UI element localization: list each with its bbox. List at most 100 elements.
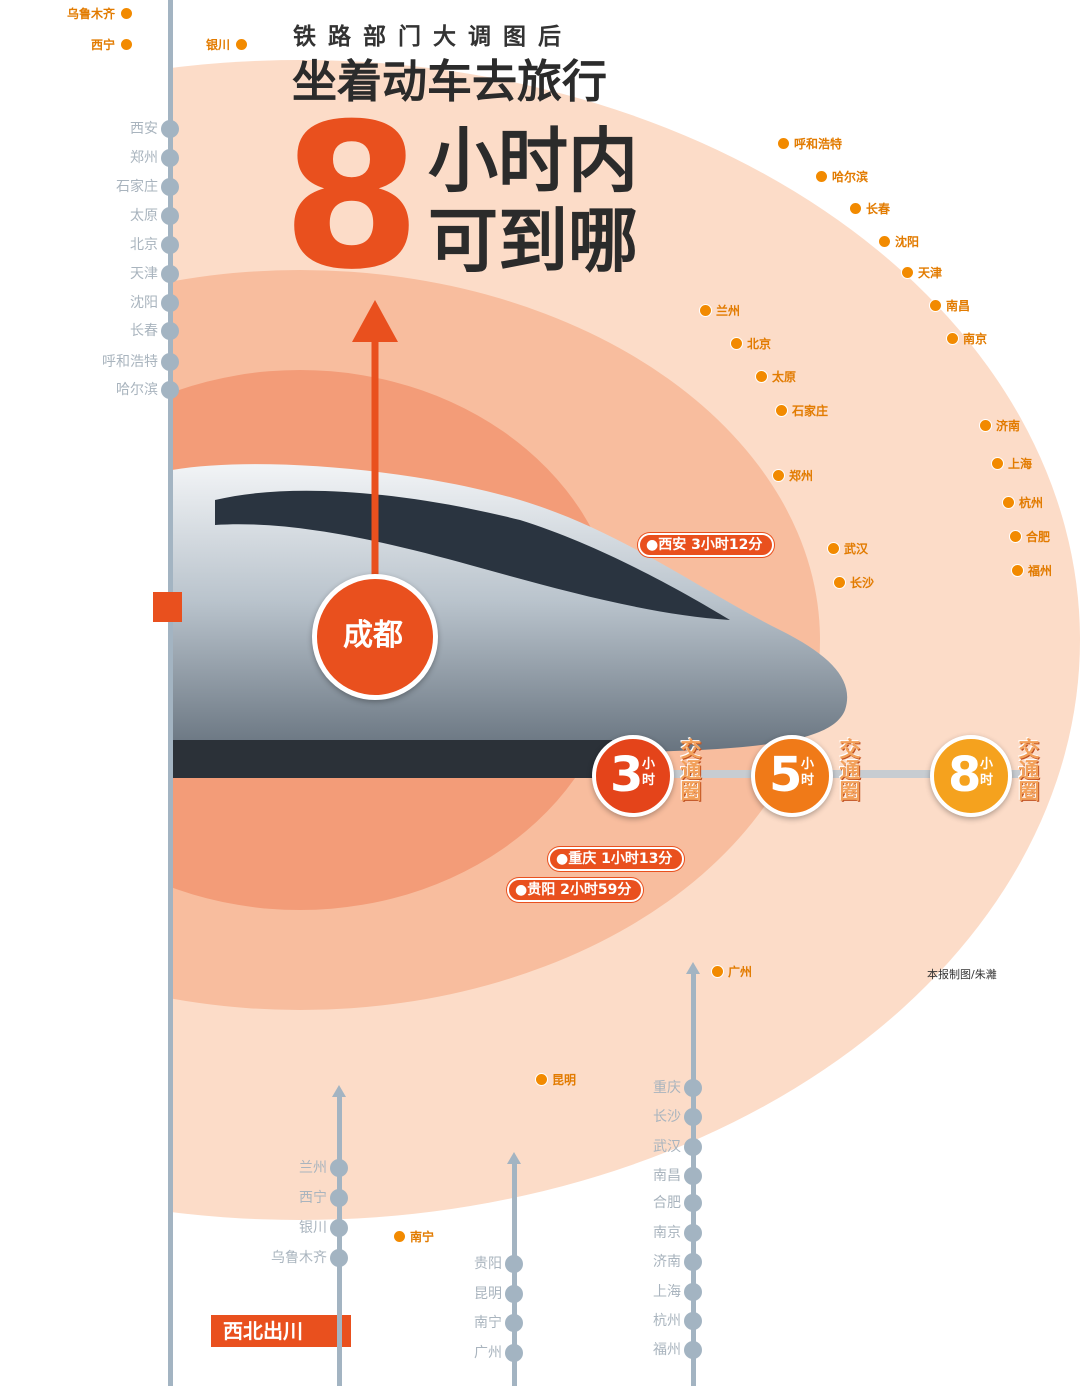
destination-dot [711,965,724,978]
station-label: 银川 [299,1220,327,1236]
credit: 本报制图/朱灕 [927,968,997,981]
badge-city: 贵阳 [527,882,556,898]
hour-number: 5 [769,747,803,803]
station-label: 北京 [130,237,158,253]
station-dot [330,1219,348,1237]
destination-dot [699,304,712,317]
destination-label: 天津 [918,266,943,280]
title: 坐着动车去旅行 [292,55,608,108]
destination-dot [730,337,743,350]
destination-dot [777,137,790,150]
station-label: 武汉 [653,1139,681,1155]
station-dot [161,149,179,167]
destination-dot [929,299,942,312]
destination-label: 福州 [1028,564,1053,578]
origin-label: 成都 [343,618,403,653]
station-dot [161,178,179,196]
destination-label: 石家庄 [792,404,829,418]
hour-number: 3 [610,747,644,803]
station-dot [684,1224,702,1242]
station-label: 呼和浩特 [102,354,158,370]
travel-time-badge: ●贵阳 2小时59分 [507,878,644,902]
destination-label: 长春 [866,202,891,216]
station-label: 太原 [130,208,158,224]
destination-dot [120,7,133,20]
destination-label: 西宁 [90,38,115,52]
destination-dot [833,576,846,589]
destination-dot [991,457,1004,470]
big-number: 8 [282,81,422,314]
destination-label: 呼和浩特 [794,137,843,151]
travel-time-badge: ●西安 3小时12分 [638,533,775,557]
station-dot [161,381,179,399]
station-dot [505,1344,523,1362]
destination-label: 杭州 [1019,496,1044,510]
destination-label: 兰州 [716,304,741,318]
badge-city: 西安 [658,537,687,553]
destination-dot [979,419,992,432]
station-dot [684,1079,702,1097]
destination-label: 武汉 [844,542,869,556]
headline-line1: 小时内 [428,120,638,202]
station-dot [684,1341,702,1359]
destination-label: 昆明 [552,1073,577,1087]
destination-dot [901,266,914,279]
destination-label: 沈阳 [895,235,920,249]
destination-label: 南宁 [410,1230,435,1244]
station-dot [330,1249,348,1267]
circle-label: 交通圈 [1016,738,1040,801]
station-dot [505,1255,523,1273]
destination-label: 广州 [728,965,753,979]
station-dot [684,1194,702,1212]
station-label: 南宁 [474,1315,502,1331]
station-label: 西宁 [299,1190,327,1206]
station-label: 兰州 [299,1160,327,1176]
station-dot [684,1108,702,1126]
station-label: 昆明 [474,1286,502,1302]
station-dot [330,1159,348,1177]
destination-label: 太原 [772,370,797,384]
station-label: 乌鲁木齐 [271,1250,327,1266]
hour-number: 8 [948,747,982,803]
travel-time-badge: ●重庆 1小时13分 [548,847,685,871]
station-label: 广州 [474,1345,502,1361]
destination-dot [235,38,248,51]
destination-dot [849,202,862,215]
badge-time: 2小时59分 [560,882,632,898]
destination-label: 银川 [205,38,230,52]
station-label: 重庆 [653,1080,681,1096]
route-line-southwest [512,1162,517,1386]
bullet-icon: ● [515,882,528,898]
destination-label: 济南 [996,419,1021,433]
destination-dot [755,370,768,383]
station-dot [161,294,179,312]
station-label: 长春 [130,323,158,339]
station-label: 石家庄 [116,179,158,195]
station-dot [684,1138,702,1156]
subtitle: 铁 路 部 门 大 调 图 后 [293,23,564,50]
badge-city: 重庆 [568,851,597,867]
station-label: 西安 [130,121,158,137]
destination-label: 北京 [747,337,772,351]
station-label: 沈阳 [130,295,158,311]
station-label: 合肥 [653,1195,681,1211]
station-dot [505,1314,523,1332]
badge-time: 3小时12分 [691,537,763,553]
station-label: 郑州 [130,150,158,166]
origin-chengdu: 成都 [312,574,438,700]
tag-northwest: 西北出川 [211,1315,351,1347]
station-dot [161,353,179,371]
badge-time: 1小时13分 [601,851,673,867]
station-dot [161,236,179,254]
headline-line2: 可到哪 [428,200,638,282]
destination-label: 南昌 [946,299,971,313]
destination-dot [878,235,891,248]
station-dot [684,1253,702,1271]
destination-label: 长沙 [850,576,875,590]
destination-dot [815,170,828,183]
destination-dot [946,332,959,345]
destination-dot [1011,564,1024,577]
